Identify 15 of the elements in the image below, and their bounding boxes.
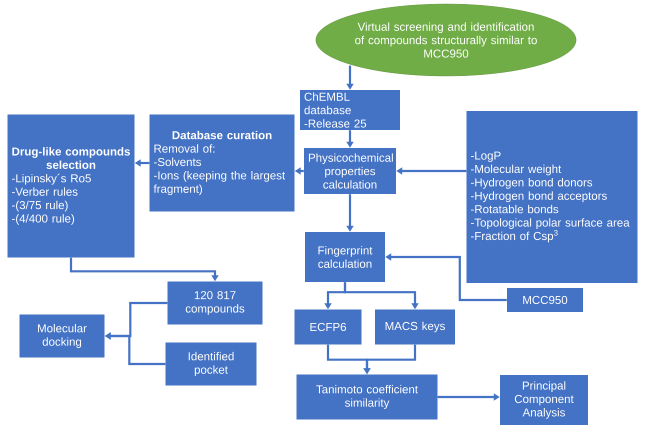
process-box: Fingerprint calculation: [305, 232, 385, 282]
process-box: Molecular docking: [20, 314, 104, 358]
process-box: -LogP -Molecular weight -Hydrogen bond donors -Hydrogen bond acceptors -Rotatable bonds -Topological polar surface area -Fraction of Csp$^{3}$: [466, 111, 638, 283]
process-box: ChEMBL database -Release 25: [300, 90, 400, 130]
process-box: 120 817 compounds: [168, 282, 262, 324]
process-box: Database curation Removal of: -Solvents -Ions (keeping the largest fragment): [150, 114, 294, 212]
process-box: Principal Component Analysis: [500, 375, 588, 425]
process-box: ECFP6: [294, 310, 362, 344]
process-box: MCC950: [507, 288, 583, 312]
process-box: MACS keys: [375, 310, 455, 344]
start-oval: Virtual screening and identification of compounds structurally similar to MCC950: [316, 4, 576, 76]
process-box: Tanimoto coefficient similarity: [296, 374, 438, 420]
process-box: Drug-like compounds selection -Lipinsky´s Ro5 -Verber rules -(3/75 rule) -(4/400 rule): [8, 114, 134, 258]
process-box: Physicochemical properties calculation: [304, 148, 396, 194]
process-box: Identified pocket: [166, 342, 256, 386]
